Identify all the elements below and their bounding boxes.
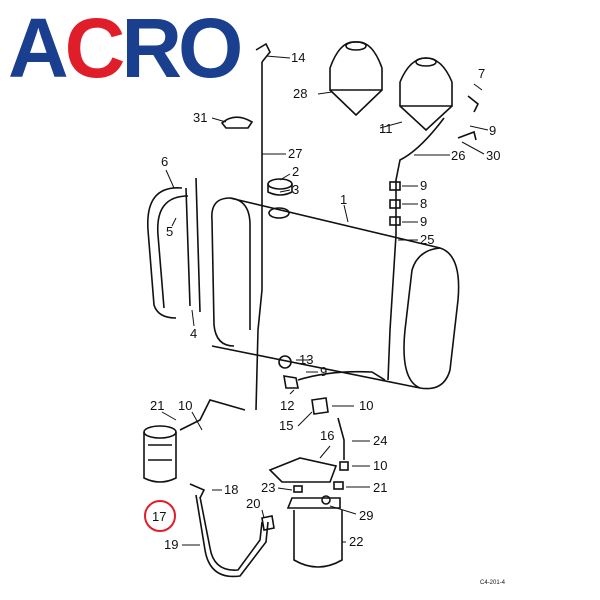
fitting-9-lower — [389, 216, 401, 226]
tee-15 — [311, 397, 329, 415]
callout-11: 11 — [379, 121, 393, 136]
callout-14: 14 — [291, 50, 305, 65]
callout-7: 7 — [478, 66, 485, 81]
callout-20: 20 — [246, 496, 260, 511]
fuel-tank — [211, 197, 460, 390]
elbow-18 — [189, 483, 206, 499]
callout-25: 25 — [420, 232, 434, 247]
fitting-9 — [389, 181, 401, 191]
elbow-20 — [261, 515, 275, 531]
tank-strap — [147, 177, 201, 319]
callout-9-mid: 9 — [420, 178, 427, 193]
elbow-7 — [467, 95, 480, 113]
pump-line — [179, 399, 246, 431]
callout-3: 3 — [292, 182, 299, 197]
callout-4: 4 — [190, 326, 197, 341]
bracket-31 — [220, 116, 254, 129]
callout-9-low: 9 — [420, 214, 427, 229]
filler-cap — [267, 178, 293, 190]
clip-30 — [457, 130, 477, 141]
breather-line — [395, 117, 445, 235]
breather-28 — [329, 41, 383, 117]
callout-10-right: 10 — [359, 398, 373, 413]
callout-30: 30 — [486, 148, 500, 163]
callout-22: 22 — [349, 534, 363, 549]
callout-21-left: 21 — [150, 398, 164, 413]
callout-24: 24 — [373, 433, 387, 448]
callout-2: 2 — [292, 164, 299, 179]
callout-9-top: 9 — [489, 123, 496, 138]
callout-12: 12 — [280, 398, 294, 413]
callout-18: 18 — [224, 482, 238, 497]
breather-11 — [399, 57, 453, 132]
elbow-12 — [283, 375, 299, 389]
callout-5: 5 — [166, 224, 173, 239]
line-9 — [297, 370, 386, 381]
callout-15: 15 — [279, 418, 293, 433]
drain-plug-13 — [278, 355, 292, 369]
fuel-filter — [286, 497, 343, 568]
washer-23 — [293, 485, 303, 493]
callout-27: 27 — [288, 146, 302, 161]
callout-8: 8 — [420, 196, 427, 211]
callout-6: 6 — [161, 154, 168, 169]
callout-29: 29 — [359, 508, 373, 523]
callout-1: 1 — [340, 192, 347, 207]
callout-26: 26 — [451, 148, 465, 163]
fitting-10 — [339, 461, 349, 471]
fuel-pump — [143, 425, 177, 483]
callout-19: 19 — [164, 537, 178, 552]
callout-13: 13 — [299, 352, 313, 367]
callout-9-bottom: 9 — [320, 364, 327, 379]
vent-fitting — [255, 42, 271, 63]
return-line — [387, 234, 397, 381]
fitting-8 — [389, 199, 401, 209]
pipe-24 — [337, 417, 345, 460]
callout-21-right: 21 — [373, 480, 387, 495]
callout-10-lower: 10 — [373, 458, 387, 473]
hose-19 — [195, 494, 269, 578]
callout-23: 23 — [261, 480, 275, 495]
washer-29 — [321, 495, 331, 505]
filter-bracket — [268, 457, 338, 483]
callout-31: 31 — [193, 110, 207, 125]
drawing-code: C4-201-4 — [480, 580, 506, 586]
fitting-21 — [333, 481, 344, 490]
callout-17: 17 — [152, 509, 166, 524]
callout-16: 16 — [320, 428, 334, 443]
acro-logo: ACRO — [8, 1, 243, 95]
filler-ring — [268, 207, 290, 219]
highlight-circle — [144, 500, 176, 532]
callout-10-left: 10 — [178, 398, 192, 413]
vent-pipe — [255, 62, 263, 411]
callout-28: 28 — [293, 86, 307, 101]
